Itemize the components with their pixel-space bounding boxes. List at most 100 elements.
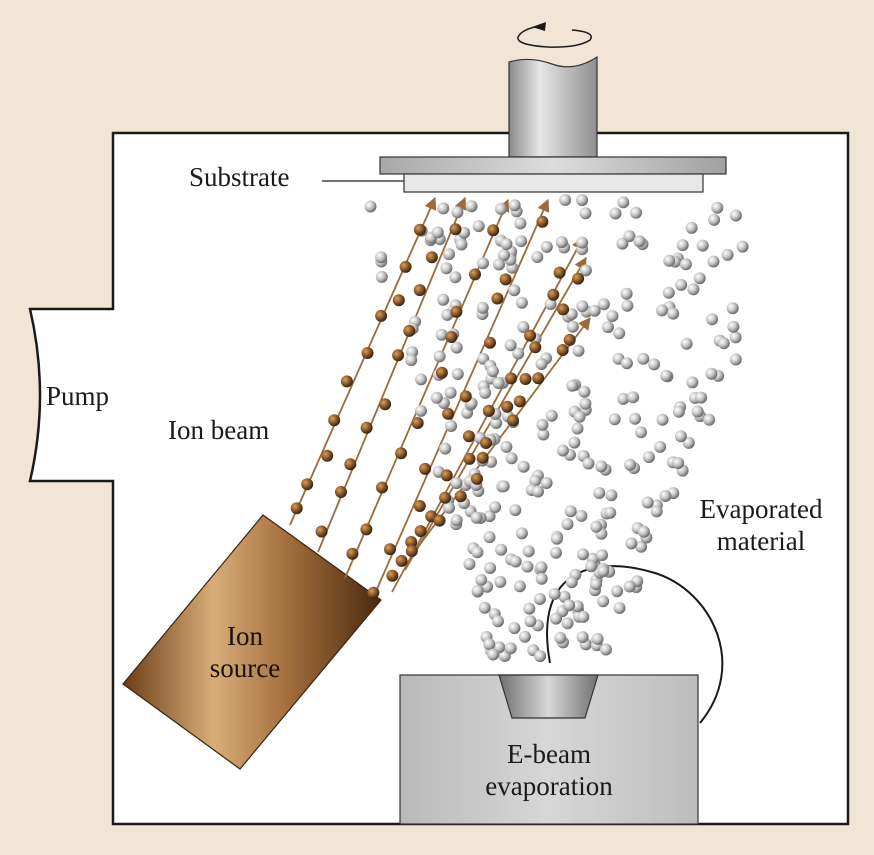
evaporated-particle xyxy=(536,418,549,431)
evaporated-particle xyxy=(465,200,478,213)
ion-particle xyxy=(392,349,405,362)
evaporated-particle xyxy=(437,202,450,215)
evaporated-particle xyxy=(625,537,638,550)
evaporated-particle xyxy=(415,404,427,417)
ion-particle xyxy=(413,500,426,512)
ion-particle xyxy=(376,481,388,494)
ion-particle xyxy=(335,486,347,498)
ion-particle xyxy=(499,273,512,286)
ion-particle xyxy=(367,586,380,599)
evaporated-particle xyxy=(721,248,734,261)
ion-particle xyxy=(386,569,399,582)
crucible xyxy=(498,674,599,719)
evaporated-particle xyxy=(600,643,612,656)
ion-particle xyxy=(476,451,489,464)
evaporated-particle xyxy=(550,546,562,559)
ion-particle xyxy=(507,414,519,427)
evaporated-particle xyxy=(504,642,517,655)
evaporated-particle xyxy=(518,630,531,643)
ion-particle xyxy=(328,414,341,427)
ion-particle xyxy=(445,331,458,343)
ion-particle xyxy=(469,268,481,281)
evaporated-particle xyxy=(605,489,618,502)
evaporated-particle xyxy=(450,514,463,527)
evaporated-particle xyxy=(545,409,558,422)
evaporated-particle xyxy=(534,650,547,663)
evaporated-particle xyxy=(475,573,488,586)
ion-particle xyxy=(395,447,408,460)
evaporated-particle xyxy=(616,237,629,250)
evaporated-particle xyxy=(659,490,672,502)
evaporated-particle xyxy=(561,518,574,531)
evaporated-particle xyxy=(613,327,626,340)
evaporated-particle xyxy=(637,352,650,365)
evaporated-particle xyxy=(729,353,742,366)
evaporated-particle xyxy=(500,440,513,453)
ion-particle xyxy=(480,437,492,449)
evaporated-particle xyxy=(695,391,708,404)
evaporated-particle xyxy=(508,284,521,297)
ion-particle xyxy=(505,372,518,385)
evaporated-particle xyxy=(470,511,483,524)
evaporated-particle xyxy=(517,460,530,473)
ion-particle xyxy=(556,344,569,356)
ion-particle xyxy=(344,458,357,471)
evaporated-particle xyxy=(595,460,608,473)
evaporated-particle xyxy=(604,506,617,519)
evaporated-particle xyxy=(707,255,720,268)
ion-beam-label: Ion beam xyxy=(168,415,270,445)
evaporated-particle xyxy=(435,328,448,341)
rotating-shaft xyxy=(508,55,598,158)
evaporated-particle xyxy=(687,283,700,296)
ion-particle xyxy=(395,554,408,567)
ion-particle xyxy=(340,375,353,388)
evaporated-particle xyxy=(415,373,427,386)
evaporated-particle xyxy=(680,337,693,350)
evaporated-particle xyxy=(590,578,602,591)
ion-particle xyxy=(301,478,314,491)
evaporated-material-label: Evaporated material xyxy=(699,494,823,556)
evaporated-particle xyxy=(667,307,680,320)
evaporated-particle xyxy=(597,595,610,608)
evaporated-particle xyxy=(572,344,585,357)
evaporated-particle xyxy=(576,631,589,644)
ion-particle xyxy=(405,536,418,548)
evaporated-particle xyxy=(509,555,522,568)
ion-particle xyxy=(482,404,495,417)
evaporated-particle xyxy=(682,436,695,449)
evaporated-particle xyxy=(451,206,464,219)
evaporated-particle xyxy=(476,301,489,314)
evaporated-particle xyxy=(472,220,485,233)
ion-particle xyxy=(563,333,576,346)
evaporated-particle xyxy=(727,320,740,333)
evaporated-particle xyxy=(571,422,584,435)
evaporated-particle xyxy=(685,221,698,234)
ion-particle xyxy=(405,545,418,557)
evaporated-particle xyxy=(556,444,569,457)
evaporated-particle xyxy=(635,426,647,439)
evaporated-particle xyxy=(463,558,476,571)
evaporated-particle xyxy=(504,339,517,352)
ion-particle xyxy=(360,523,373,536)
evaporated-particle xyxy=(484,562,497,574)
evaporated-particle xyxy=(445,420,458,432)
ion-particle xyxy=(532,372,545,385)
evaporated-particle xyxy=(648,358,661,371)
evaporated-particle xyxy=(656,413,669,426)
evaporated-particle xyxy=(375,251,388,264)
rotation-arrow-icon xyxy=(517,22,592,48)
evaporated-particle xyxy=(444,386,457,399)
evaporated-particle xyxy=(566,320,579,333)
evaporated-particle xyxy=(579,397,592,410)
evaporated-particle xyxy=(524,615,537,628)
evaporated-particle xyxy=(576,236,589,249)
evaporated-particle xyxy=(693,272,706,285)
ion-particle xyxy=(414,525,427,538)
evaporated-particle xyxy=(672,457,685,470)
evaporated-particle xyxy=(531,251,544,263)
evaporated-particle xyxy=(533,593,546,605)
evaporated-particle xyxy=(630,206,642,219)
evaporated-particle xyxy=(593,487,606,499)
evaporated-particle xyxy=(662,286,675,299)
